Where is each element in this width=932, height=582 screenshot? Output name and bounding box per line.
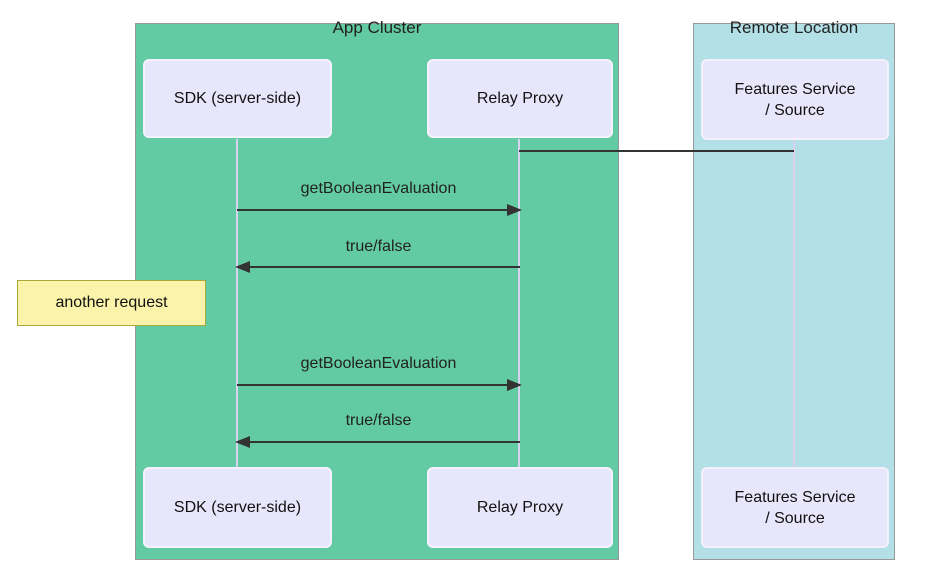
actor-box-relay-proxy-bottom: Relay Proxy bbox=[427, 467, 613, 548]
actor-box-features-service-bottom: Features Service / Source bbox=[701, 467, 889, 548]
actor-label-sdk-top: SDK (server-side) bbox=[173, 90, 302, 107]
message-label-getbooleanevaluation-1: getBooleanEvaluation bbox=[300, 180, 457, 197]
arrowhead-right-icon bbox=[507, 379, 522, 391]
note-text: another request bbox=[55, 294, 168, 311]
actor-label-sdk-bottom: SDK (server-side) bbox=[173, 499, 302, 516]
actor-box-features-service-top: Features Service / Source bbox=[701, 59, 889, 140]
actor-box-relay-proxy-top: Relay Proxy bbox=[427, 59, 613, 138]
message-label-getbooleanevaluation-2: getBooleanEvaluation bbox=[300, 355, 457, 372]
actor-label-relay-top: Relay Proxy bbox=[476, 90, 564, 107]
message-arrow-3 bbox=[237, 379, 522, 391]
lifeline-features-service bbox=[793, 139, 795, 467]
message-label-truefalse-2: true/false bbox=[345, 412, 412, 429]
note-another-request: another request bbox=[17, 280, 206, 326]
message-arrow-1 bbox=[237, 204, 522, 216]
message-label-truefalse-1: true/false bbox=[345, 238, 412, 255]
message-arrow-2 bbox=[235, 261, 520, 273]
cluster-app-label: App Cluster bbox=[332, 18, 422, 37]
arrowhead-right-icon bbox=[507, 204, 522, 216]
actor-label-relay-bottom: Relay Proxy bbox=[476, 499, 564, 516]
actor-label-features-bottom-line1: Features Service bbox=[734, 488, 856, 506]
arrowhead-left-icon bbox=[235, 436, 250, 448]
connector-relay-to-features bbox=[519, 150, 794, 152]
lifeline-relay-proxy bbox=[518, 139, 520, 467]
actor-label-features-bottom-line2: / Source bbox=[765, 509, 825, 527]
cluster-remote-label: Remote Location bbox=[729, 18, 859, 37]
message-arrow-4 bbox=[235, 436, 520, 448]
lifeline-sdk bbox=[236, 139, 238, 467]
actor-label-features-top-line2: / Source bbox=[765, 101, 825, 119]
actor-label-features-top-line1: Features Service bbox=[734, 80, 856, 98]
arrowhead-left-icon bbox=[235, 261, 250, 273]
actor-box-sdk-top: SDK (server-side) bbox=[143, 59, 332, 138]
actor-box-sdk-bottom: SDK (server-side) bbox=[143, 467, 332, 548]
